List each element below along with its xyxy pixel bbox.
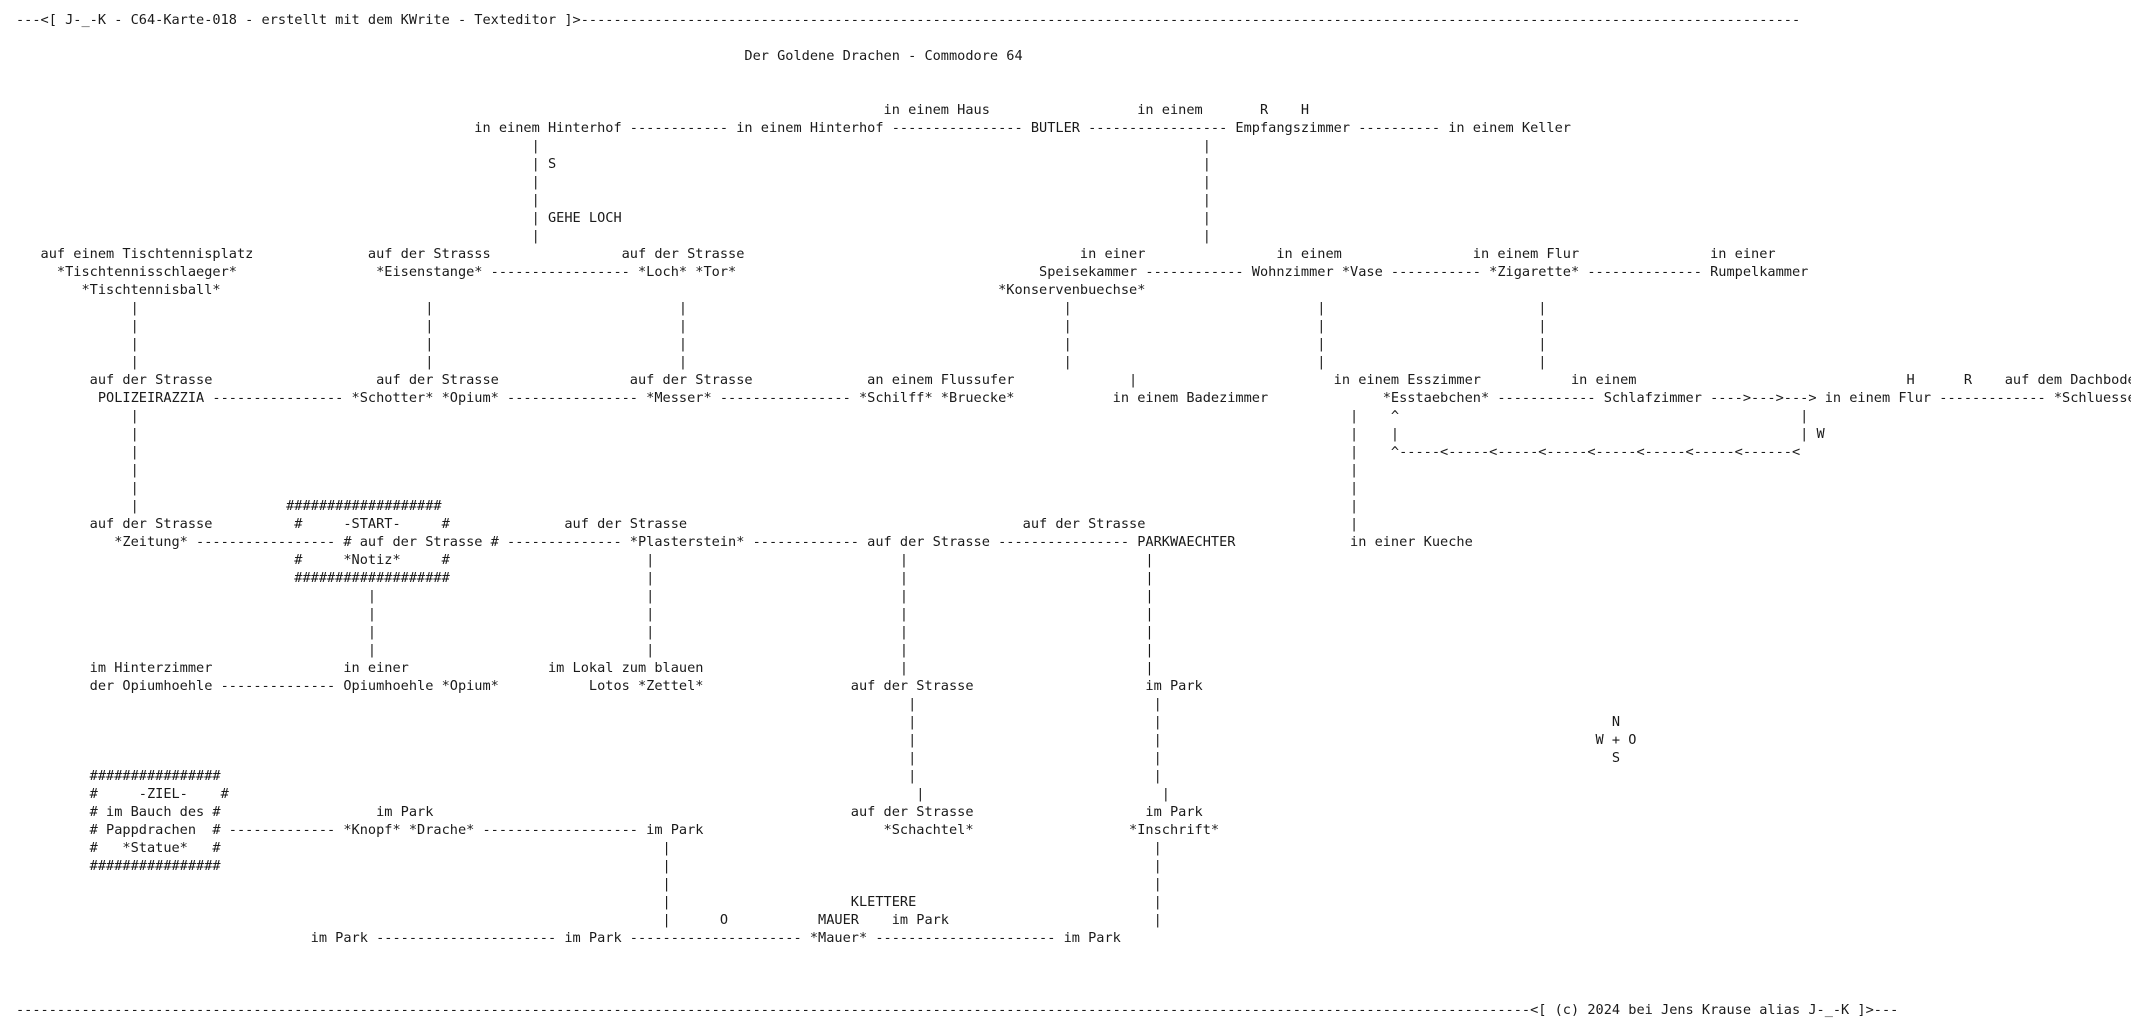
map-line: # -ZIEL- # | | [16,786,1170,802]
document-header: ---<[ J-_-K - C64-Karte-018 - erstellt m… [16,12,1801,28]
map-body: in einem Haus in einem R H in einem Hint… [16,102,2131,946]
map-line: | ################### | [16,498,1359,514]
map-line: der Opiumhoehle -------------- Opiumhoeh… [16,678,1203,694]
map-line: | | | | | | [16,336,1547,352]
map-line: im Hinterzimmer in einer im Lokal zum bl… [16,660,1154,676]
map-line: im Park ---------------------- im Park -… [16,930,1121,946]
map-line: | | [16,192,1211,208]
text-document[interactable]: ---<[ J-_-K - C64-Karte-018 - erstellt m… [16,11,2131,1019]
map-line: *Tischtennisschlaeger* *Eisenstange* ---… [16,264,1809,280]
map-line: | O MAUER im Park | [16,912,1162,928]
map-line: *Zeitung* ----------------- # auf der St… [16,534,1473,550]
map-line: # Pappdrachen # ------------- *Knopf* *D… [16,822,1220,838]
map-line: in einem Hinterhof ------------ in einem… [16,120,1571,136]
map-line: | | [16,174,1211,190]
document-footer: ----------------------------------------… [16,1002,1899,1018]
map-line: in einem Haus in einem R H [16,102,1310,118]
map-line: | | | | [16,624,1154,640]
map-line: | | [16,876,1162,892]
map-line: | | | | | | [16,354,1547,370]
map-line: | | | | [16,606,1154,622]
map-line: | | W + O [16,732,1637,748]
map-line: auf der Strasse # -START- # auf der Stra… [16,516,1359,532]
map-line: ################ | | [16,768,1162,784]
map-line: | | | | [16,588,1154,604]
map-line: | S | [16,156,1211,172]
map-line: POLIZEIRAZZIA ---------------- *Schotter… [16,390,2131,406]
map-line: | KLETTERE | [16,894,1162,910]
map-line: # im Bauch des # im Park auf der Strasse… [16,804,1203,820]
document-title: Der Goldene Drachen - Commodore 64 [16,48,1023,64]
map-line: | | [16,696,1162,712]
map-line: auf der Strasse auf der Strasse auf der … [16,372,2131,388]
map-line: | | N [16,714,1621,730]
map-line: # *Notiz* # | | | [16,552,1154,568]
map-line: | | ^ [16,408,1809,424]
map-line: ################### | | | [16,570,1154,586]
map-line: ################ | | [16,858,1162,874]
map-line: | | | | | | [16,318,1547,334]
map-line: auf einem Tischtennisplatz auf der Stras… [16,246,1776,262]
map-line: | | [16,228,1211,244]
map-line: # *Statue* # | | [16,840,1162,856]
map-line: | | | | [16,642,1154,658]
map-line: | GEHE LOCH | [16,210,1211,226]
map-line: | | ^-----<-----<-----<-----<-----<-----… [16,444,1801,460]
map-line: | | | [16,426,1825,442]
map-line: | | S [16,750,1621,766]
map-line: | | [16,462,1359,478]
map-line: | | | | | | [16,300,1547,316]
map-line: *Tischtennisball* *Konservenbuechse* [16,282,1146,298]
map-line: | | [16,480,1359,496]
map-line: | | [16,138,1211,154]
